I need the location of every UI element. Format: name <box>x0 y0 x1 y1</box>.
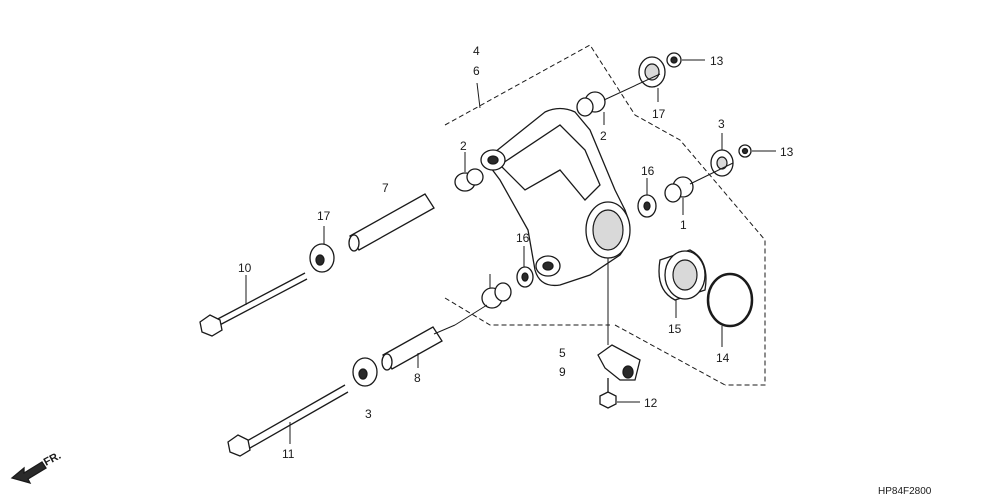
front-direction-label: FR. <box>42 450 63 469</box>
callout-6: 6 <box>473 64 480 78</box>
callout-3-right: 3 <box>718 117 725 131</box>
bushing-2-left <box>454 168 484 192</box>
callout-2-left: 2 <box>460 139 467 153</box>
callout-14: 14 <box>716 351 730 365</box>
snap-ring-14 <box>706 272 754 328</box>
callout-7: 7 <box>382 181 389 195</box>
bushing-2-right <box>576 91 606 117</box>
callout-13-right: 13 <box>780 145 794 159</box>
bolt-12 <box>599 378 617 409</box>
callout-8: 8 <box>414 371 421 385</box>
grouping-lines <box>444 44 766 386</box>
callout-5: 5 <box>559 346 566 360</box>
callout-3-left: 3 <box>365 407 372 421</box>
callout-13-top: 13 <box>710 54 724 68</box>
swing-arm <box>480 107 631 345</box>
bolt-10 <box>199 272 308 337</box>
cap-13-right <box>738 144 752 158</box>
callout-17-right: 17 <box>652 107 666 121</box>
callout-16-lower: 16 <box>516 231 530 245</box>
callout-10: 10 <box>238 261 252 275</box>
callout-9: 9 <box>559 365 566 379</box>
seal-17-right <box>638 56 666 88</box>
washer-17-left <box>309 243 335 273</box>
collar-8 <box>381 326 443 371</box>
seal-16-upper <box>637 194 657 218</box>
callout-15: 15 <box>668 322 682 336</box>
washer-3-left <box>352 357 378 387</box>
bushing-lower <box>481 282 512 309</box>
bushing-1 <box>664 176 694 203</box>
seal-16-lower <box>516 266 534 288</box>
cap-13-top <box>666 52 682 68</box>
callout-1: 1 <box>680 218 687 232</box>
callout-4: 4 <box>473 44 480 58</box>
bearing-15 <box>658 249 707 301</box>
callout-2-right: 2 <box>600 129 607 143</box>
callout-17-left: 17 <box>317 209 331 223</box>
diagram-code: HP84F2800 <box>878 486 932 497</box>
bolt-11 <box>227 384 349 457</box>
callout-12: 12 <box>644 396 658 410</box>
front-direction-arrow-icon <box>10 461 47 485</box>
bracket-5-9 <box>597 344 641 381</box>
collar-7 <box>348 193 435 252</box>
callout-16-upper: 16 <box>641 164 655 178</box>
callout-11: 11 <box>282 447 295 461</box>
leader-lines <box>245 59 776 444</box>
callout-labels: 4 6 13 17 2 3 13 16 1 7 17 2 10 16 15 14… <box>238 44 794 461</box>
